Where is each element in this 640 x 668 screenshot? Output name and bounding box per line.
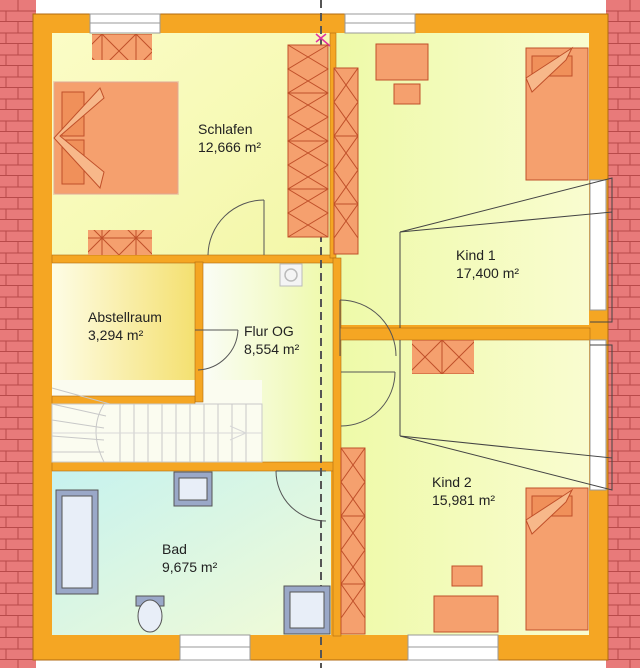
- room-name: Schlafen: [198, 121, 253, 137]
- wall: [194, 261, 204, 403]
- roof-right: [606, 0, 640, 668]
- wall: [51, 254, 335, 264]
- room-label-kind1: Kind 1 17,400 m²: [456, 246, 519, 282]
- desk: [375, 43, 429, 81]
- wall: [51, 395, 196, 405]
- stairs: [51, 387, 263, 463]
- bathtub: [55, 489, 99, 595]
- stairwell: [52, 380, 262, 464]
- room-label-schlafen: Schlafen 12,666 m²: [198, 120, 261, 156]
- roof-hatch-icon: [279, 263, 303, 287]
- chair: [451, 565, 483, 587]
- room-label-flur: Flur OG 8,554 m²: [244, 322, 299, 358]
- room-area: 9,675 m²: [162, 559, 218, 575]
- room-name: Abstellraum: [88, 309, 162, 325]
- nightstand: [88, 230, 152, 255]
- room-name: Bad: [162, 541, 187, 557]
- room-label-kind2: Kind 2 15,981 m²: [432, 473, 495, 509]
- room-label-bad: Bad 9,675 m²: [162, 540, 217, 576]
- nightstand: [92, 34, 152, 60]
- dormer-outline: [399, 211, 613, 250]
- desk: [433, 595, 499, 633]
- chair: [393, 83, 421, 105]
- toilet: [135, 595, 165, 633]
- wall: [339, 327, 591, 341]
- door-kind2: [340, 371, 396, 427]
- room-name: Kind 2: [432, 474, 472, 490]
- room-area: 12,666 m²: [198, 139, 262, 155]
- wall: [332, 257, 342, 637]
- room-area: 15,981 m²: [432, 492, 496, 508]
- wall: [51, 461, 336, 472]
- window: [589, 179, 607, 311]
- bed: [525, 46, 589, 181]
- shelf: [412, 340, 474, 374]
- room-area: 8,554 m²: [244, 341, 300, 357]
- shower: [283, 585, 331, 635]
- door-abstellraum: [195, 329, 239, 371]
- dormer-outline: [399, 420, 613, 459]
- bed: [525, 487, 589, 631]
- window: [589, 339, 607, 491]
- room-area: 3,294 m²: [88, 327, 144, 343]
- room-area: 17,400 m²: [456, 265, 520, 281]
- room-label-abstellraum: Abstellraum 3,294 m²: [88, 308, 162, 344]
- room-name: Flur OG: [244, 323, 294, 339]
- room-name: Kind 1: [456, 247, 496, 263]
- door-bad: [275, 470, 327, 522]
- sink: [173, 471, 213, 507]
- wardrobe: [333, 67, 359, 255]
- dormer-outline: [399, 344, 613, 491]
- door-schlafen: [207, 199, 265, 256]
- wardrobe: [287, 44, 329, 238]
- wardrobe: [340, 447, 366, 635]
- roof-left: [0, 0, 36, 668]
- door-kind1: [339, 299, 397, 357]
- room-abstellraum: [52, 262, 195, 380]
